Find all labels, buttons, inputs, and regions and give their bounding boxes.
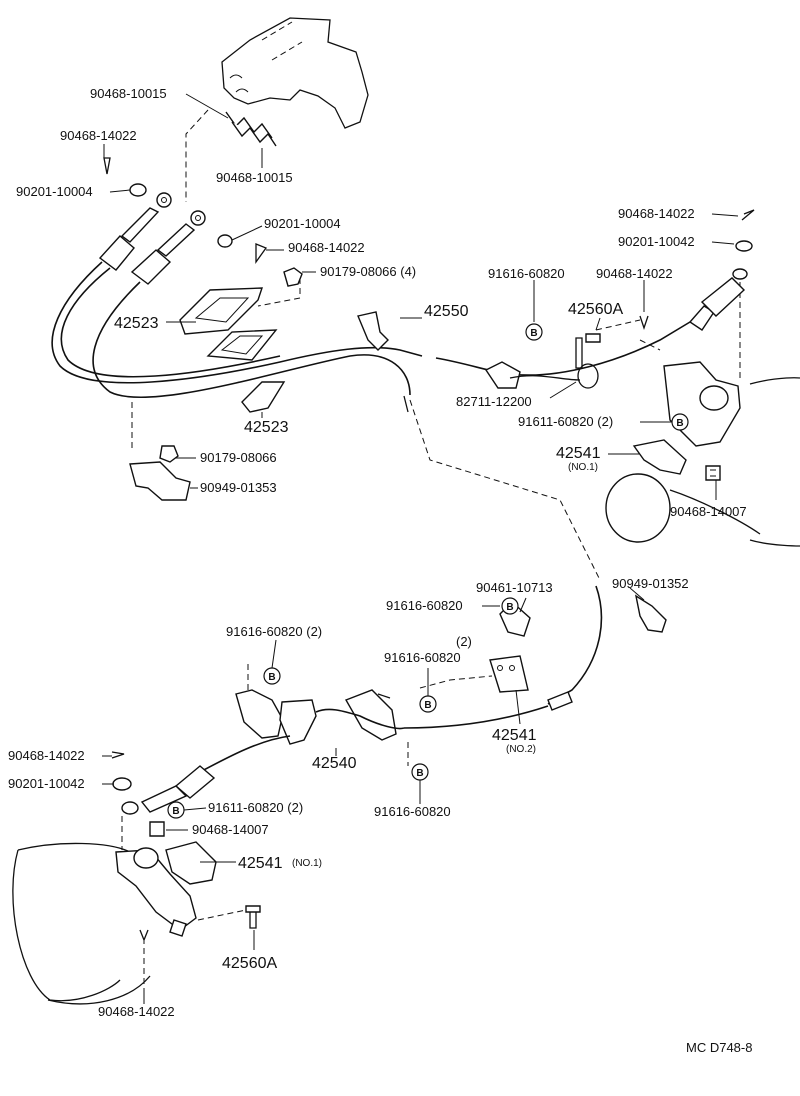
part-label-42541-sub: (NO.1) bbox=[568, 462, 598, 473]
part-label-90461-10713: 90461-10713 bbox=[476, 580, 553, 595]
part-label-90949-01352: 90949-01352 bbox=[612, 576, 689, 591]
floor-panel-drawing bbox=[221, 17, 369, 129]
clip-90468-10015-drawing bbox=[225, 111, 277, 147]
bolt-marker-top-right: B bbox=[525, 323, 543, 341]
part-label-90468-14022: 90468-14022 bbox=[596, 266, 673, 281]
bolt-marker-left-bracket: B bbox=[263, 667, 281, 685]
diagram-code: MC D748-8 bbox=[686, 1040, 752, 1055]
part-label-42541-sub: (NO.1) bbox=[292, 858, 322, 869]
front-cables-drawing bbox=[51, 261, 423, 399]
rear-brake-left-drawing bbox=[12, 821, 261, 1005]
cable-ends-drawing bbox=[98, 192, 206, 285]
bolt-marker-text: B bbox=[172, 806, 179, 817]
rear-cable-right-drawing bbox=[435, 209, 755, 389]
bolt-marker-center: B bbox=[419, 695, 437, 713]
part-label-91616-60820-2: 91616-60820 (2) bbox=[226, 624, 322, 639]
part-label-42523: 42523 bbox=[114, 315, 159, 332]
part-label-90468-14022: 90468-14022 bbox=[98, 1004, 175, 1019]
part-label-90468-14022: 90468-14022 bbox=[618, 206, 695, 221]
bolt-marker-text: B bbox=[506, 602, 513, 613]
part-label-90179-08066-4: 90179-08066 (4) bbox=[320, 264, 416, 279]
part-label-90468-10015: 90468-10015 bbox=[90, 86, 167, 101]
part-label-90468-10015: 90468-10015 bbox=[216, 170, 293, 185]
part-label-91611-60820-2: 91611-60820 (2) bbox=[208, 800, 303, 815]
bolt-marker-text: B bbox=[268, 672, 275, 683]
bolt-marker-text: B bbox=[416, 768, 423, 779]
part-label-90201-10004: 90201-10004 bbox=[264, 216, 341, 231]
plate-42523-drawing bbox=[179, 287, 286, 413]
bolt-marker-lower-left: B bbox=[167, 801, 185, 819]
part-label-42560a: 42560A bbox=[222, 955, 277, 972]
part-label-90201-10042: 90201-10042 bbox=[8, 776, 85, 791]
part-label-82711-12200: 82711-12200 bbox=[456, 394, 532, 409]
part-label-90468-14007: 90468-14007 bbox=[670, 504, 747, 519]
part-label-91611-60820-2: 91611-60820 (2) bbox=[518, 414, 613, 429]
part-label-42541: 42541 bbox=[492, 727, 537, 744]
part-label-91616-60820: 91616-60820 bbox=[488, 266, 565, 281]
part-label-qty: (2) bbox=[456, 634, 472, 649]
part-label-42523: 42523 bbox=[244, 419, 289, 436]
bolt-marker-right-mid: B bbox=[671, 413, 689, 431]
part-label-90179-08066: 90179-08066 bbox=[200, 450, 277, 465]
part-label-90468-14022: 90468-14022 bbox=[8, 748, 85, 763]
part-label-91616-60820: 91616-60820 bbox=[374, 804, 451, 819]
top-dashed-guides bbox=[131, 109, 741, 581]
part-label-42541: 42541 bbox=[556, 445, 601, 462]
part-label-91616-60820: 91616-60820 bbox=[384, 650, 461, 665]
part-label-42541-sub: (NO.2) bbox=[506, 744, 536, 755]
part-label-42550: 42550 bbox=[424, 303, 469, 320]
part-label-42541: 42541 bbox=[238, 855, 283, 872]
bracket-90949-01353-drawing bbox=[129, 445, 191, 501]
part-label-90201-10042: 90201-10042 bbox=[618, 234, 695, 249]
part-label-90468-14007: 90468-14007 bbox=[192, 822, 269, 837]
part-label-90468-14022: 90468-14022 bbox=[288, 240, 365, 255]
equalizer-bracket-drawing bbox=[199, 664, 493, 773]
bracket-42550-drawing bbox=[357, 311, 409, 413]
bolt-marker-lower-center: B bbox=[411, 763, 429, 781]
bolt-marker-text: B bbox=[676, 418, 683, 429]
part-label-91616-60820: 91616-60820 bbox=[386, 598, 463, 613]
part-label-90201-10004: 90201-10004 bbox=[16, 184, 93, 199]
part-label-42540: 42540 bbox=[312, 755, 357, 772]
bolt-marker-text: B bbox=[424, 700, 431, 711]
leader-lines bbox=[102, 93, 739, 1004]
part-label-42560a: 42560A bbox=[568, 301, 623, 318]
bolt-marker-text: B bbox=[530, 328, 537, 339]
bolt-marker-upper-bracket: B bbox=[501, 597, 519, 615]
part-label-90949-01353: 90949-01353 bbox=[200, 480, 277, 495]
part-label-90468-14022: 90468-14022 bbox=[60, 128, 137, 143]
